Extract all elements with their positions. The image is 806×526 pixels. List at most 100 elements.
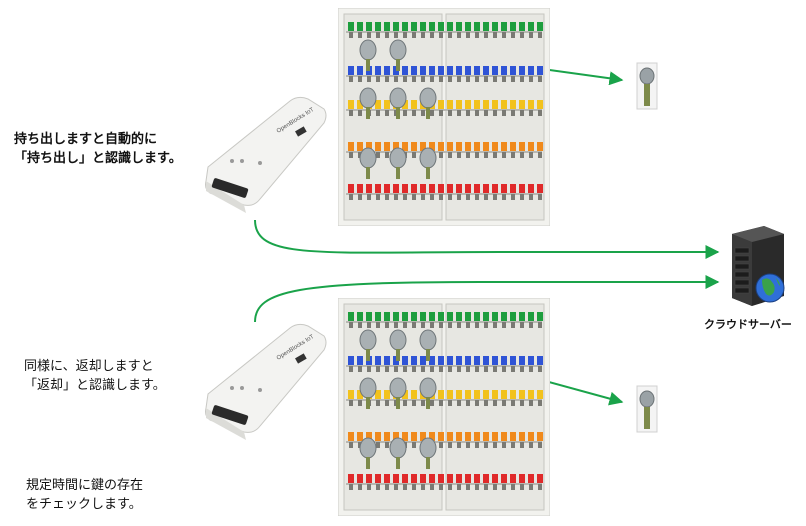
key-tag <box>375 22 381 31</box>
key-tag <box>393 22 399 31</box>
key-tag <box>375 356 381 365</box>
key-tag <box>492 312 498 321</box>
key-hook <box>394 32 398 38</box>
key-tag <box>519 66 525 75</box>
key-hook <box>421 76 425 82</box>
key-tag <box>402 142 408 151</box>
key-blade <box>396 107 400 119</box>
key-hook <box>466 484 470 490</box>
key-hook <box>412 442 416 448</box>
key-hook <box>538 76 542 82</box>
key-hook <box>439 194 443 200</box>
key-hook <box>538 484 542 490</box>
key-hook <box>502 366 506 372</box>
key-hook <box>412 194 416 200</box>
key-tag <box>429 22 435 31</box>
return-caption: 同様に、返却しますと 「返却」と認識します。 <box>24 357 166 395</box>
key-tag <box>420 474 426 483</box>
key-tag <box>375 184 381 193</box>
key-hook <box>376 32 380 38</box>
key-tag <box>510 22 516 31</box>
key-hook <box>376 366 380 372</box>
key-tag <box>384 100 390 109</box>
key-tag <box>411 66 417 75</box>
key-hook <box>466 110 470 116</box>
key-blade <box>366 59 370 71</box>
key-hook <box>457 152 461 158</box>
key-hook <box>457 32 461 38</box>
key-tag <box>465 390 471 399</box>
key-tag <box>411 390 417 399</box>
key-tag <box>447 390 453 399</box>
key-hook <box>502 400 506 406</box>
key-tag <box>465 22 471 31</box>
key-hook <box>538 32 542 38</box>
key-hook <box>403 194 407 200</box>
iot-gateway-device-bottom: OpenBlocks IoT <box>205 323 327 440</box>
key-sensor <box>419 147 437 169</box>
key-tag <box>465 66 471 75</box>
key-hook <box>457 194 461 200</box>
key-sensor <box>389 39 407 61</box>
key-tag <box>438 100 444 109</box>
key-hook <box>439 322 443 328</box>
key-tag <box>447 432 453 441</box>
key-hook <box>502 194 506 200</box>
key-tag <box>537 66 543 75</box>
key-tag <box>366 312 372 321</box>
key-tag <box>375 390 381 399</box>
key-tag <box>384 66 390 75</box>
key-tag <box>357 390 363 399</box>
key-tag <box>519 142 525 151</box>
key-hook <box>376 484 380 490</box>
key-hook <box>421 366 425 372</box>
key-hook <box>493 32 497 38</box>
key-hook <box>484 32 488 38</box>
key-hook <box>520 366 524 372</box>
key-hook <box>430 32 434 38</box>
key-tag <box>528 432 534 441</box>
key-hook <box>376 110 380 116</box>
key-tag <box>537 474 543 483</box>
key-hook <box>448 194 452 200</box>
key-tag <box>447 100 453 109</box>
key-tag <box>456 22 462 31</box>
key-hook <box>529 400 533 406</box>
key-hook <box>484 484 488 490</box>
key-hook <box>439 400 443 406</box>
key-tag <box>528 100 534 109</box>
key-tag <box>501 356 507 365</box>
key-tag <box>528 312 534 321</box>
key-tag <box>348 66 354 75</box>
key-hook <box>412 152 416 158</box>
key-hook <box>403 484 407 490</box>
key-hook <box>538 194 542 200</box>
key-tag <box>402 312 408 321</box>
key-hook <box>529 110 533 116</box>
key-hook <box>520 152 524 158</box>
key-hook <box>349 194 353 200</box>
key-hook <box>412 32 416 38</box>
key-hook <box>367 366 371 372</box>
checkout-caption: 持ち出しますと自動的に 「持ち出し」と認識します。 <box>14 130 182 168</box>
key-cabinet-bottom <box>338 298 550 516</box>
key-tag <box>429 312 435 321</box>
key-hook <box>466 442 470 448</box>
key-tag <box>447 66 453 75</box>
key-tag <box>447 22 453 31</box>
key-tag <box>519 312 525 321</box>
key-tag <box>519 356 525 365</box>
key-blade <box>426 167 430 179</box>
key-hook <box>538 322 542 328</box>
key-hook <box>448 152 452 158</box>
key-hook <box>385 484 389 490</box>
key-tag <box>465 356 471 365</box>
key-hook <box>439 152 443 158</box>
key-hook <box>412 110 416 116</box>
key-tag <box>357 142 363 151</box>
key-tag <box>348 100 354 109</box>
key-hook <box>421 322 425 328</box>
key-tag <box>393 312 399 321</box>
key-tag <box>384 142 390 151</box>
key-hook <box>412 366 416 372</box>
